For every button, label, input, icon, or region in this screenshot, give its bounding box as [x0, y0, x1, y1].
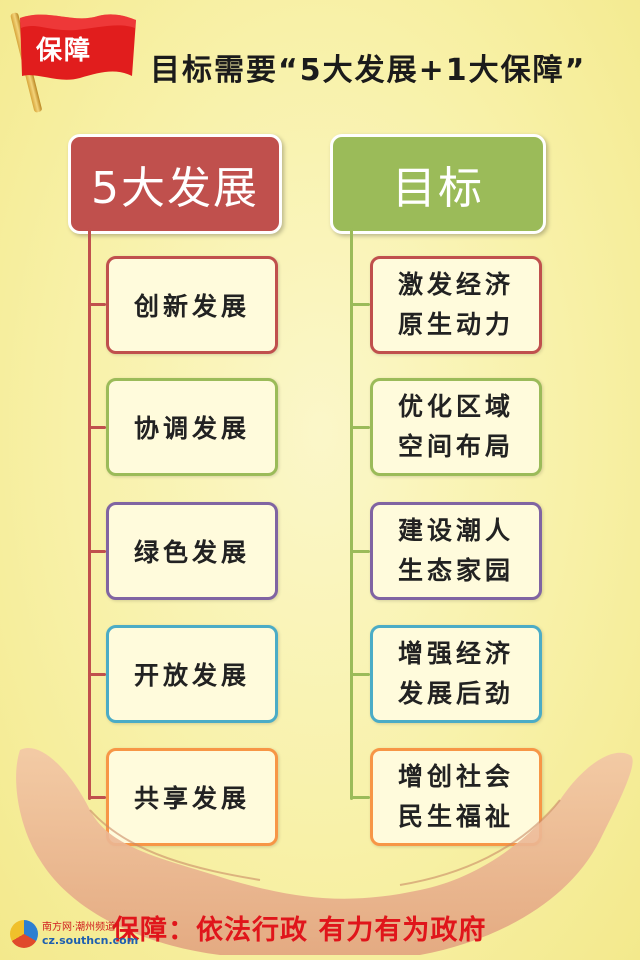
- goal-item: 优化区域空间布局: [370, 378, 542, 476]
- goal-line: 优化区域: [397, 392, 514, 421]
- development-item-sharing: 共享发展: [106, 748, 278, 846]
- right-column-header: 目标: [330, 134, 546, 234]
- goal-line: 民生福祉: [397, 802, 514, 831]
- goal-line: 原生动力: [397, 310, 514, 339]
- right-branch: [350, 673, 370, 676]
- goal-line: 激发经济: [397, 270, 514, 299]
- goal-item: 增创社会民生福祉: [370, 748, 542, 846]
- left-connector-line: [88, 228, 91, 800]
- cupped-hands-icon: [16, 748, 633, 955]
- right-connector-line: [350, 228, 353, 800]
- goal-line: 建设潮人: [397, 516, 514, 545]
- development-item-openness: 开放发展: [106, 625, 278, 723]
- development-item-innovation: 创新发展: [106, 256, 278, 354]
- right-branch: [350, 796, 370, 799]
- goal-line: 发展后劲: [397, 679, 514, 708]
- red-flag-icon: [20, 14, 136, 80]
- left-branch: [88, 796, 106, 799]
- goal-line: 增创社会: [397, 762, 514, 791]
- right-branch: [350, 303, 370, 306]
- left-branch: [88, 303, 106, 306]
- goal-item: 增强经济发展后劲: [370, 625, 542, 723]
- left-branch: [88, 426, 106, 429]
- development-item-green: 绿色发展: [106, 502, 278, 600]
- bottom-slogan: 保障：依法行政 有力有为政府: [112, 915, 487, 946]
- right-branch: [350, 426, 370, 429]
- flag-label: 保障: [36, 36, 93, 66]
- goal-line: 增强经济: [397, 639, 514, 668]
- goal-item: 建设潮人生态家园: [370, 502, 542, 600]
- development-item-coordination: 协调发展: [106, 378, 278, 476]
- left-branch: [88, 673, 106, 676]
- logo-mark-icon: [10, 920, 38, 948]
- logo-name: 南方网·潮州频道: [42, 922, 116, 933]
- page-title: 目标需要“5大发展+1大保障”: [150, 53, 587, 88]
- logo-url: cz.southcn.com: [42, 934, 139, 947]
- goal-item: 激发经济原生动力: [370, 256, 542, 354]
- goal-line: 空间布局: [397, 432, 514, 461]
- right-branch: [350, 550, 370, 553]
- goal-line: 生态家园: [397, 556, 514, 585]
- southcn-logo: 南方网·潮州频道 cz.southcn.com: [10, 916, 138, 952]
- left-branch: [88, 550, 106, 553]
- left-column-header: 5大发展: [68, 134, 282, 234]
